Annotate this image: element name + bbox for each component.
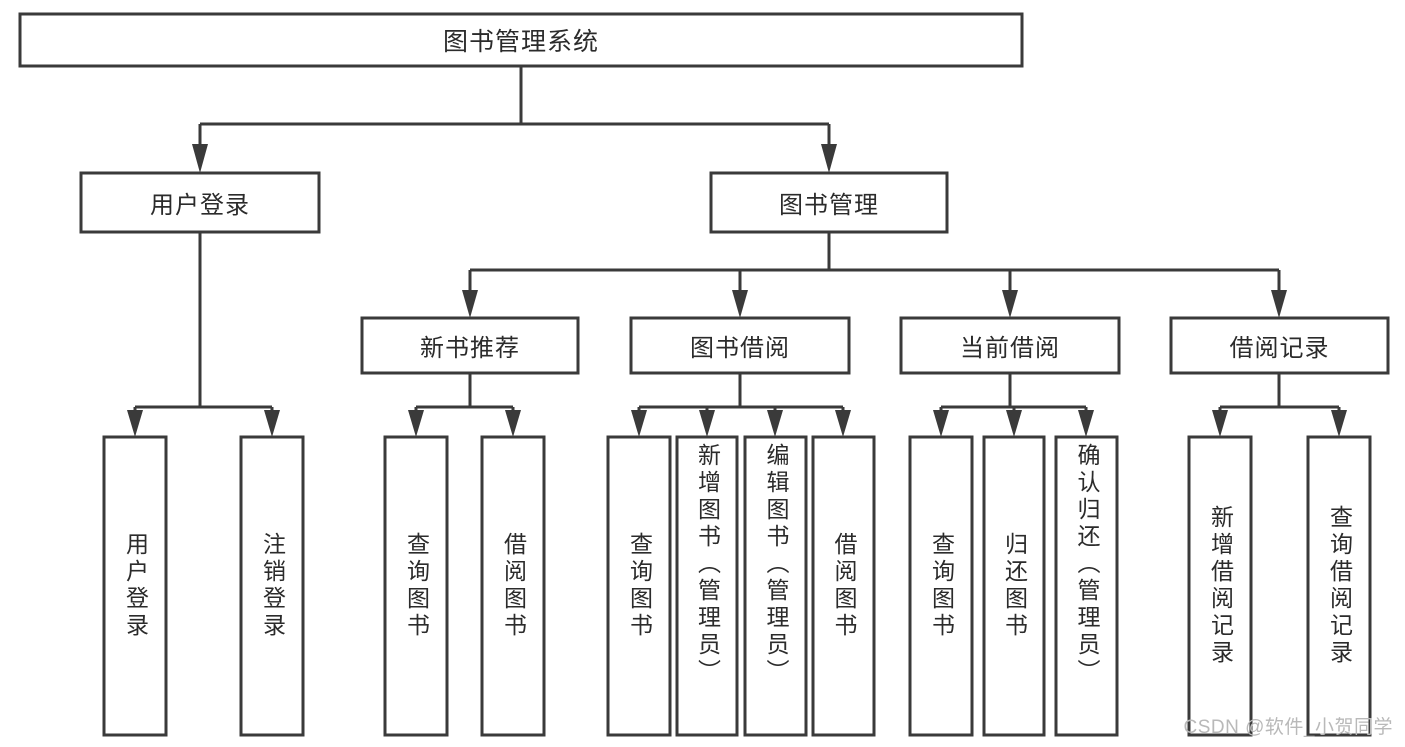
node-box-leaf-user-login[interactable] <box>102 435 168 737</box>
node-box-root[interactable] <box>18 12 1024 68</box>
node-box-new-book-recommend[interactable] <box>360 316 580 375</box>
node-box-leaf-borrow-book-1[interactable] <box>480 435 546 737</box>
arrow-head-to-leaf-add-book <box>699 410 715 437</box>
node-box-leaf-add-book[interactable] <box>675 435 739 737</box>
arrow-head-to-leaf-borrow-book-2 <box>835 410 851 437</box>
arrow-head-to-leaf-edit-book <box>767 410 783 437</box>
node-box-current-borrow[interactable] <box>899 316 1121 375</box>
arrow-head-to-book-management <box>821 144 837 173</box>
arrow-head-to-current-borrow <box>1002 290 1018 318</box>
node-box-leaf-query-book-3[interactable] <box>908 435 974 737</box>
node-box-leaf-return-book[interactable] <box>982 435 1046 737</box>
node-box-leaf-confirm-return[interactable] <box>1054 435 1119 737</box>
arrow-head-to-leaf-user-login <box>127 410 143 437</box>
arrow-head-to-leaf-borrow-book-1 <box>505 410 521 437</box>
arrow-head-to-new-book-recommend <box>462 290 478 318</box>
node-box-leaf-borrow-book-2[interactable] <box>811 435 876 737</box>
arrow-head-to-leaf-query-book-2 <box>631 410 647 437</box>
node-box-leaf-edit-book[interactable] <box>743 435 808 737</box>
node-box-user-login[interactable] <box>79 171 321 234</box>
arrow-head-to-borrow-record <box>1271 290 1287 318</box>
arrow-head-to-leaf-query-record <box>1331 410 1347 437</box>
node-box-leaf-query-book-2[interactable] <box>606 435 672 737</box>
arrow-head-to-leaf-logout <box>264 410 280 437</box>
arrow-head-to-leaf-return-book <box>1006 410 1022 437</box>
arrow-head-to-leaf-query-book-3 <box>933 410 949 437</box>
node-box-leaf-add-record[interactable] <box>1187 435 1253 737</box>
arrow-head-to-leaf-add-record <box>1212 410 1228 437</box>
arrow-head-to-book-borrow <box>732 290 748 318</box>
node-box-leaf-query-book-1[interactable] <box>383 435 449 737</box>
node-box-book-management[interactable] <box>709 171 949 234</box>
node-box-borrow-record[interactable] <box>1169 316 1390 375</box>
node-box-book-borrow[interactable] <box>629 316 851 375</box>
arrow-head-to-leaf-confirm-return <box>1078 410 1094 437</box>
arrow-head-to-leaf-query-book-1 <box>408 410 424 437</box>
arrow-head-to-user-login <box>192 144 208 173</box>
node-box-leaf-logout[interactable] <box>239 435 305 737</box>
node-box-leaf-query-record[interactable] <box>1306 435 1372 737</box>
